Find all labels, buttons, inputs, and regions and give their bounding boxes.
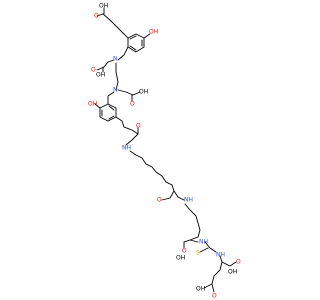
atom-label-n-mid: N: [113, 87, 118, 94]
atom-labels: OH O OH N O OH O OH N OH O NH O NH O OH …: [88, 3, 241, 300]
atom-label-oh-glu-a: OH: [228, 269, 237, 276]
atom-label-o-acid-a: O: [91, 67, 96, 74]
atom-label-s-urea: S: [196, 250, 200, 257]
chemical-structure: OH O OH N O OH O OH N OH O NH O NH O OH …: [88, 3, 241, 300]
atom-label-nh-urea-1: NH: [199, 239, 208, 246]
atom-label-o-amide-1: O: [136, 123, 141, 130]
atom-label-o-glu-b: O: [212, 293, 217, 300]
bond-skeleton: [94, 7, 237, 293]
atom-label-nh-urea-2: NH: [216, 252, 225, 259]
atom-label-nh-amide-2: NH: [184, 197, 193, 204]
atom-label-o-lys: O: [182, 248, 187, 255]
atom-label-oh-phenol-mid: OH: [88, 101, 97, 108]
atom-label-oh-acid-b: OH: [139, 89, 148, 96]
atom-label-oh-phenol-top: OH: [149, 29, 158, 36]
atom-label-o-acid-b: O: [130, 101, 135, 108]
atom-label-oh-lys: OH: [176, 255, 185, 262]
atom-label-oh-glu-b: OH: [196, 286, 205, 293]
atom-label-o-amide-2: O: [157, 197, 162, 204]
atom-label-o-glu-a: O: [236, 259, 241, 266]
atom-label-n-top: N: [113, 56, 118, 63]
atom-label-nh-amide-1: NH: [122, 145, 131, 152]
atom-label-oh-top: OH: [99, 3, 108, 10]
atom-label-o-top: O: [94, 13, 99, 20]
atom-label-oh-acid-a: OH: [96, 72, 105, 79]
